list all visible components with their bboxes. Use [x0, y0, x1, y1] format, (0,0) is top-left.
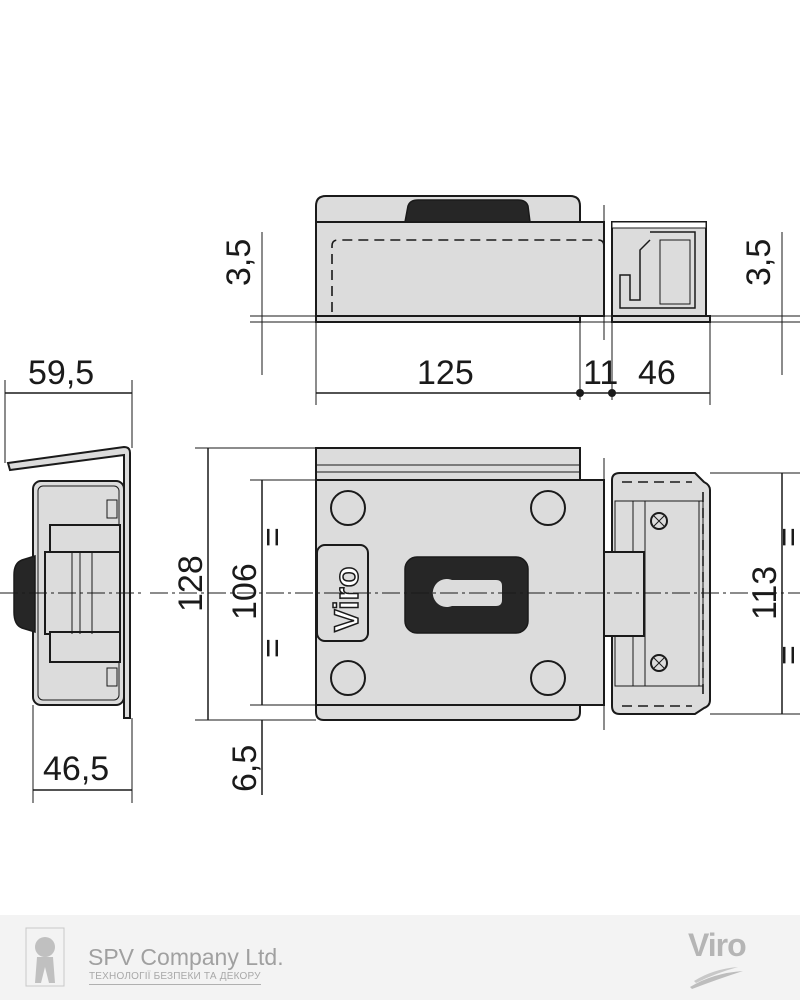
- viro-logo-swoosh: [690, 967, 743, 989]
- mounting-hole: [330, 490, 366, 526]
- viro-badge-text: Viro: [328, 566, 366, 632]
- side-view: [0, 380, 145, 803]
- dim-front-height-body: 106: [226, 563, 264, 620]
- dim-length-gap: 11: [583, 354, 618, 392]
- dimension-dot: [576, 389, 584, 397]
- dim-equal-upper: =: [254, 527, 292, 547]
- viro-logo: Viro: [688, 927, 747, 963]
- dim-side-depth-total: 59,5: [28, 354, 94, 392]
- dim-top-left-height: 3,5: [220, 239, 258, 286]
- front-view: [150, 447, 800, 795]
- bolt-top: [404, 199, 531, 223]
- dim-front-offset-bottom: 6,5: [226, 745, 264, 792]
- dim-top-right-height: 3,5: [740, 239, 778, 286]
- dim-strike-height: 113: [746, 566, 784, 620]
- top-view: [250, 195, 800, 405]
- mounting-hole: [530, 660, 566, 696]
- dim-length-body: 125: [417, 354, 474, 392]
- spv-logo-icon: [25, 927, 65, 987]
- mounting-hole: [330, 660, 366, 696]
- dim-equal-lower: =: [254, 638, 292, 658]
- dim-equal-right-lower: =: [770, 645, 800, 665]
- dim-front-height-total: 128: [172, 555, 210, 612]
- dim-length-strike: 46: [638, 354, 676, 392]
- dim-equal-right-upper: =: [770, 527, 800, 547]
- company-name: SPV Company Ltd.: [88, 944, 284, 970]
- keyhole-icon: [432, 579, 502, 607]
- dimension-dot: [608, 389, 616, 397]
- dim-side-depth-body: 46,5: [43, 750, 109, 788]
- footer: SPV Company Ltd. ТЕХНОЛОГІЇ БЕЗПЕКИ ТА Д…: [0, 915, 800, 1000]
- knob: [13, 554, 36, 634]
- company-tagline: ТЕХНОЛОГІЇ БЕЗПЕКИ ТА ДЕКОРУ: [89, 971, 261, 985]
- mounting-hole: [530, 490, 566, 526]
